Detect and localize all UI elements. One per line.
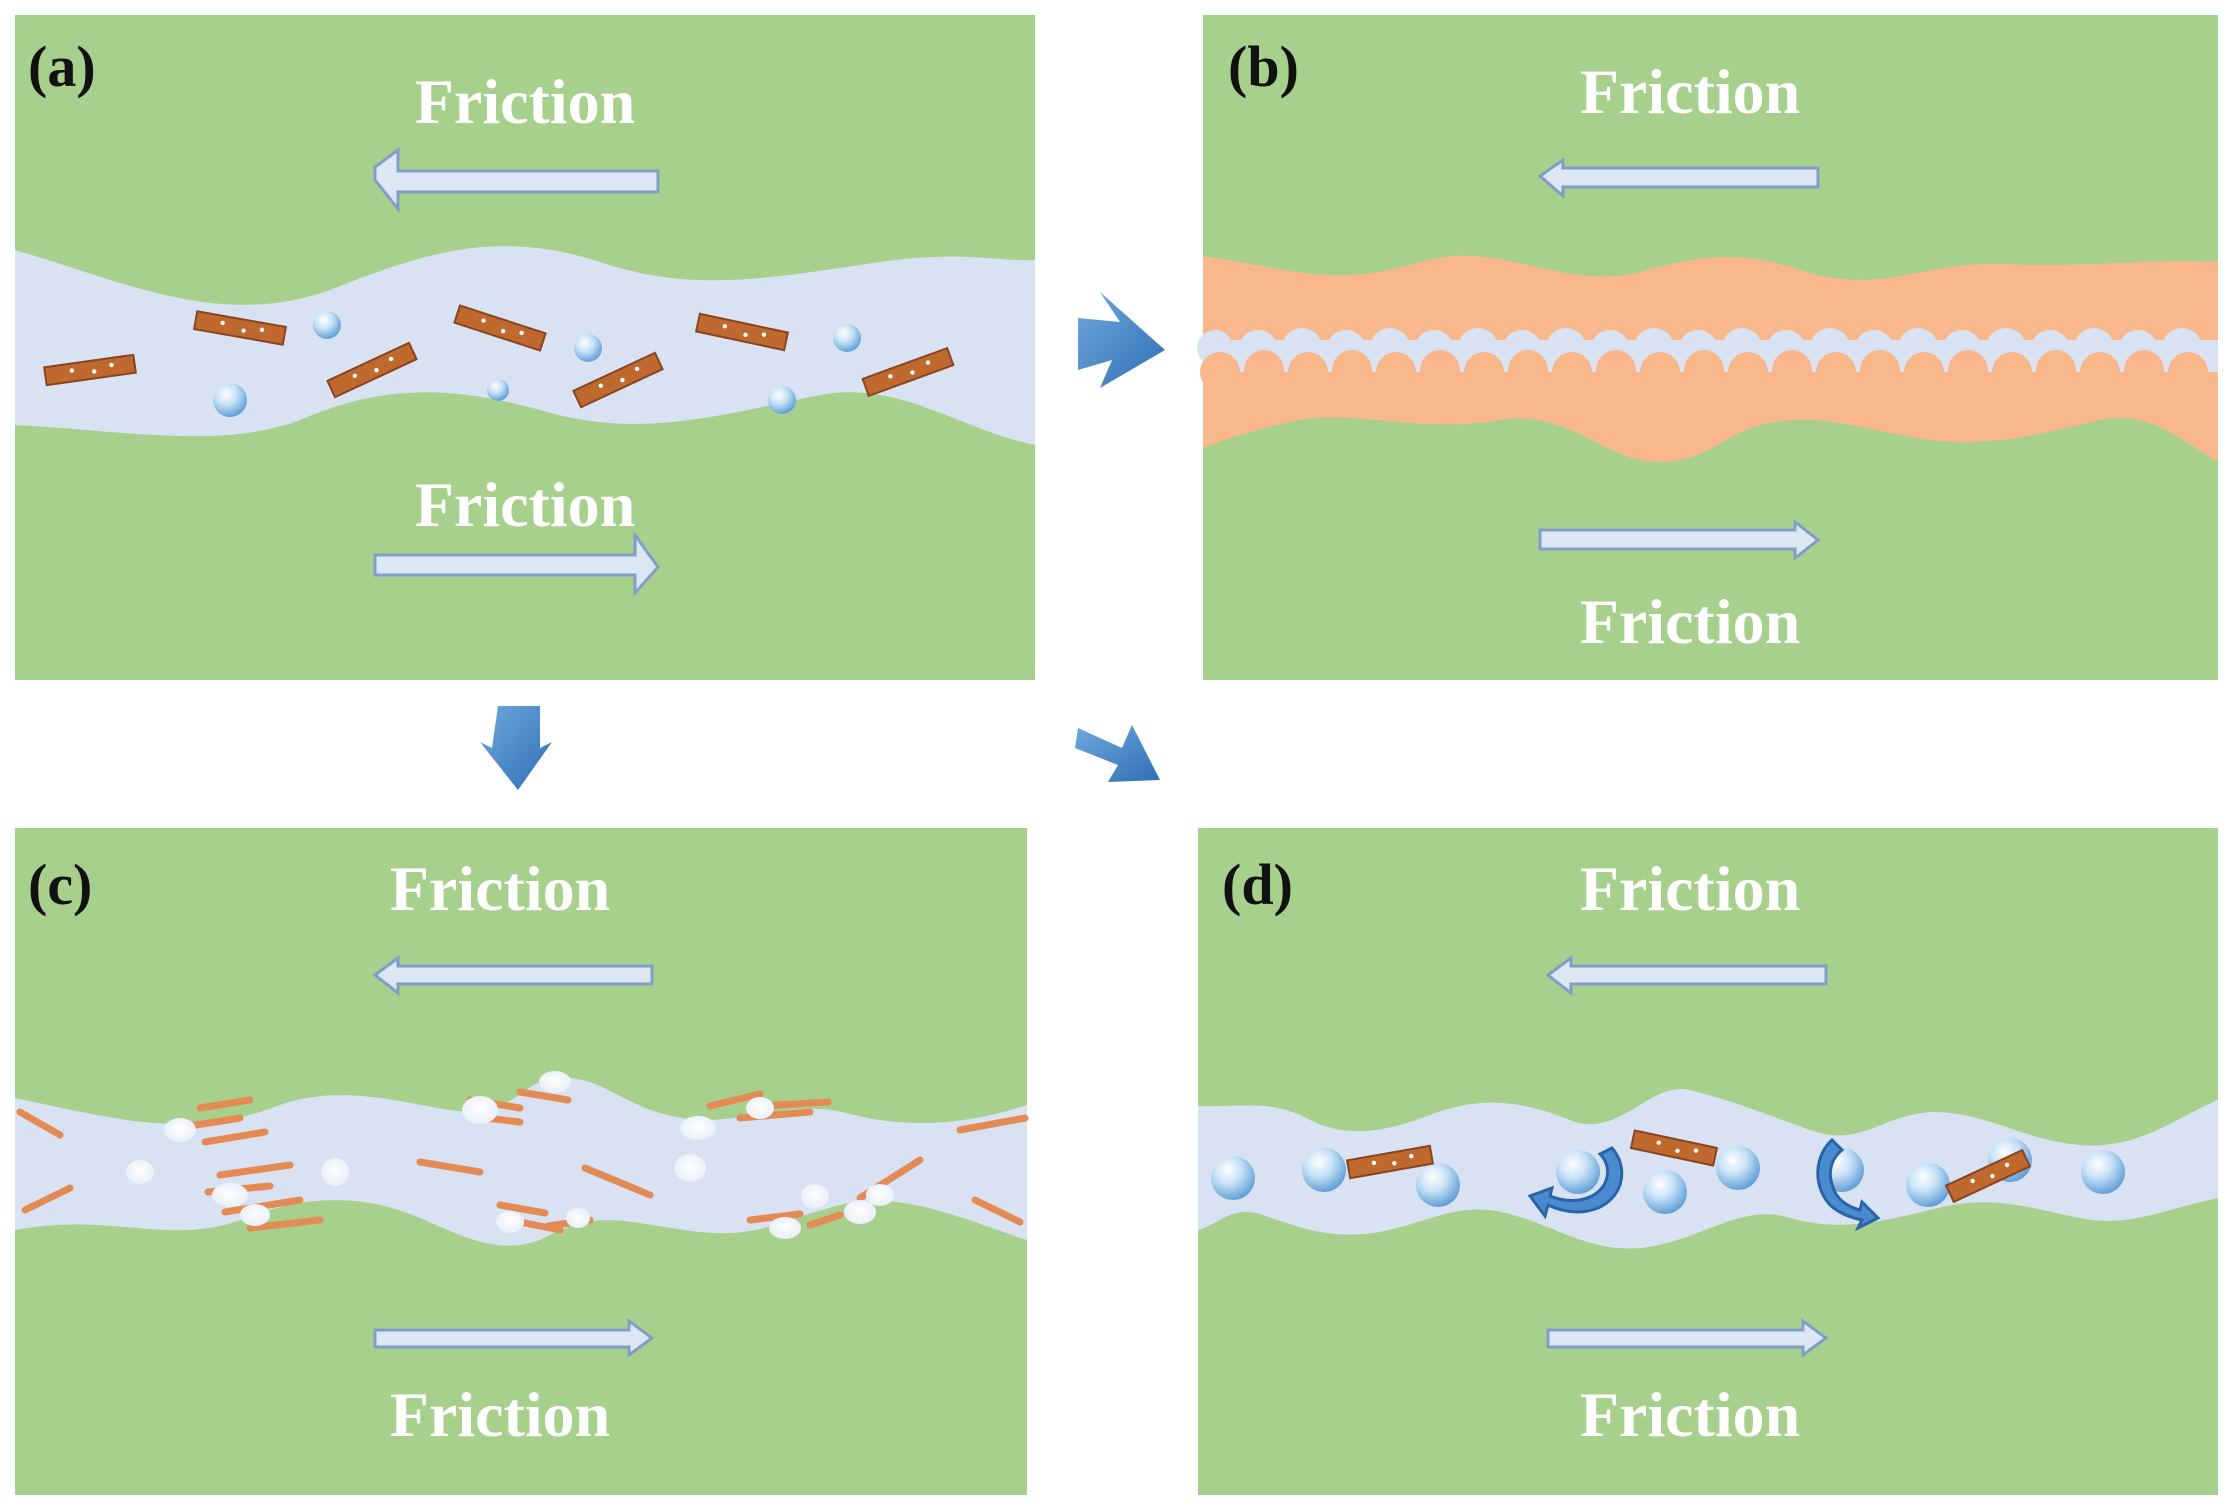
panel-d-nanospheres — [1211, 1138, 2125, 1214]
right-arrow-icon — [373, 1318, 655, 1358]
nanosphere — [313, 311, 341, 339]
panel-b: (b) Friction Friction — [1197, 15, 2218, 680]
panel-b-top-friction-label: Friction — [1580, 56, 1800, 127]
nanosphere — [487, 379, 509, 401]
panel-d: (d) Friction Friction — [1198, 828, 2218, 1495]
graphene-platelet — [192, 310, 288, 346]
panel-d-label: (d) — [1222, 852, 1293, 917]
graphene-platelet — [694, 312, 790, 352]
panel-a-bottom-friction-label: Friction — [415, 469, 635, 540]
panel-c-top-friction-label: Friction — [390, 853, 610, 924]
graphene-platelet — [326, 341, 418, 399]
graphene-platelet — [1944, 1148, 2032, 1204]
nanosphere — [1556, 1150, 1600, 1194]
right-arrow-icon — [1538, 518, 1821, 562]
panel-a: (a) Friction Friction — [15, 15, 1035, 680]
nanosphere — [1416, 1163, 1460, 1207]
nanosphere — [1211, 1156, 1255, 1200]
nanosphere — [213, 383, 247, 417]
graphene-platelet — [1345, 1144, 1435, 1180]
rolling-arrow-icon — [1527, 1146, 1624, 1220]
panel-c-label: (c) — [28, 852, 92, 917]
nanosphere — [2081, 1150, 2125, 1194]
panel-a-label: (a) — [28, 34, 96, 99]
nanosphere — [833, 324, 861, 352]
panel-c: (c) Friction Friction — [15, 828, 1029, 1495]
nanosphere — [1643, 1170, 1687, 1214]
panel-b-film-bumps-lower — [1200, 350, 2208, 392]
panel-b-label: (b) — [1228, 34, 1299, 99]
graphene-platelet — [1629, 1129, 1719, 1167]
arrow-a-to-c-icon — [480, 706, 552, 790]
nanosphere — [1302, 1148, 1346, 1192]
panel-b-tribofilm-upper — [1203, 255, 2218, 345]
panel-b-tribofilm-lower — [1203, 372, 2218, 462]
right-arrow-icon — [373, 530, 660, 597]
panel-a-top-friction-label: Friction — [415, 66, 635, 137]
panel-d-platelets — [1345, 1129, 2032, 1204]
nanosphere — [1716, 1146, 1760, 1190]
graphene-platelet — [453, 304, 547, 352]
left-arrow-icon — [372, 955, 654, 997]
left-arrow-icon — [373, 147, 660, 214]
panel-a-nanospheres — [213, 311, 861, 417]
panel-b-bottom-friction-label: Friction — [1580, 586, 1800, 657]
right-arrow-icon — [1546, 1318, 1829, 1358]
rolling-arrow-icon — [1816, 1137, 1881, 1232]
panel-d-lubricant-gap — [1198, 1088, 2218, 1249]
nanosphere — [574, 334, 602, 362]
nanosphere — [1906, 1163, 1950, 1207]
graphene-platelet — [572, 351, 664, 409]
panel-c-nanosphere-fragments — [126, 1071, 894, 1239]
arrow-a-to-d-icon — [1075, 725, 1160, 782]
panel-d-bottom-friction-label: Friction — [1580, 1379, 1800, 1450]
graphene-platelet — [861, 346, 955, 398]
arrow-a-to-b-icon — [1078, 292, 1165, 388]
left-arrow-icon — [1537, 157, 1820, 200]
nanosphere — [768, 386, 796, 414]
left-arrow-icon — [1545, 955, 1828, 997]
graphene-platelet — [43, 353, 137, 387]
panel-a-platelets — [43, 304, 955, 409]
panel-d-top-friction-label: Friction — [1580, 853, 1800, 924]
panel-c-bottom-friction-label: Friction — [390, 1379, 610, 1450]
